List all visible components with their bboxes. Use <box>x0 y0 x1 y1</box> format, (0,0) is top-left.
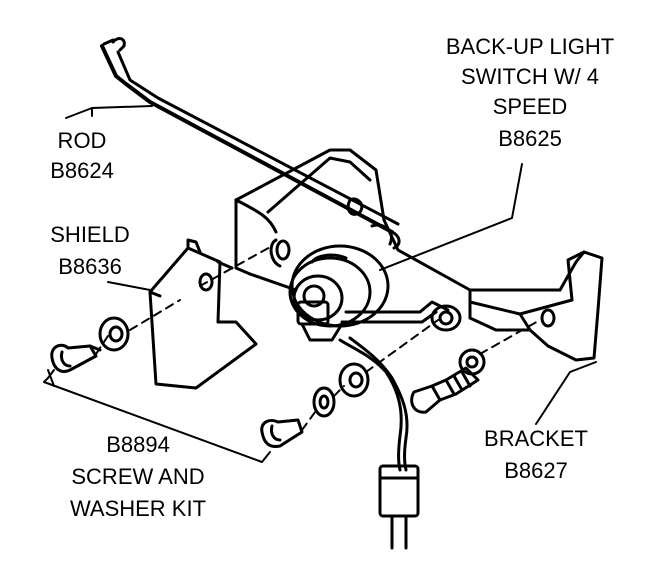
bracket-drawing <box>234 148 604 362</box>
shield-drawing <box>148 238 258 390</box>
switch-label-line-2: SWITCH W/ 4 <box>460 64 600 89</box>
center-lockwasher-drawing <box>312 386 336 418</box>
leader-lines <box>43 105 597 463</box>
assembly-dash-lines <box>95 245 541 431</box>
switch-part-number: B8625 <box>498 126 562 151</box>
bracket-label: BRACKET <box>484 426 588 451</box>
shield-part-number: B8636 <box>58 254 122 279</box>
rod-drawing <box>100 37 401 250</box>
screw-kit-part-number: B8894 <box>106 432 170 457</box>
center-washer-drawing <box>338 362 370 398</box>
screw-kit-label-line-1: SCREW AND <box>71 464 205 489</box>
shield-label: SHIELD <box>50 222 130 247</box>
switch-drawing <box>288 244 462 342</box>
left-washer-drawing <box>98 316 130 352</box>
screw-kit-label-line-2: WASHER KIT <box>69 496 207 521</box>
rod-part-number: B8624 <box>50 158 114 183</box>
rod-label: ROD <box>57 128 107 153</box>
bracket-bolt-drawing <box>410 348 486 414</box>
switch-label-line-1: BACK-UP LIGHT <box>445 34 615 59</box>
left-screw-drawing <box>50 343 102 373</box>
switch-label-line-3: SPEED <box>492 94 568 119</box>
wire-harness-drawing <box>338 336 420 550</box>
bracket-part-number: B8627 <box>504 458 568 483</box>
center-screw-drawing <box>260 418 304 448</box>
